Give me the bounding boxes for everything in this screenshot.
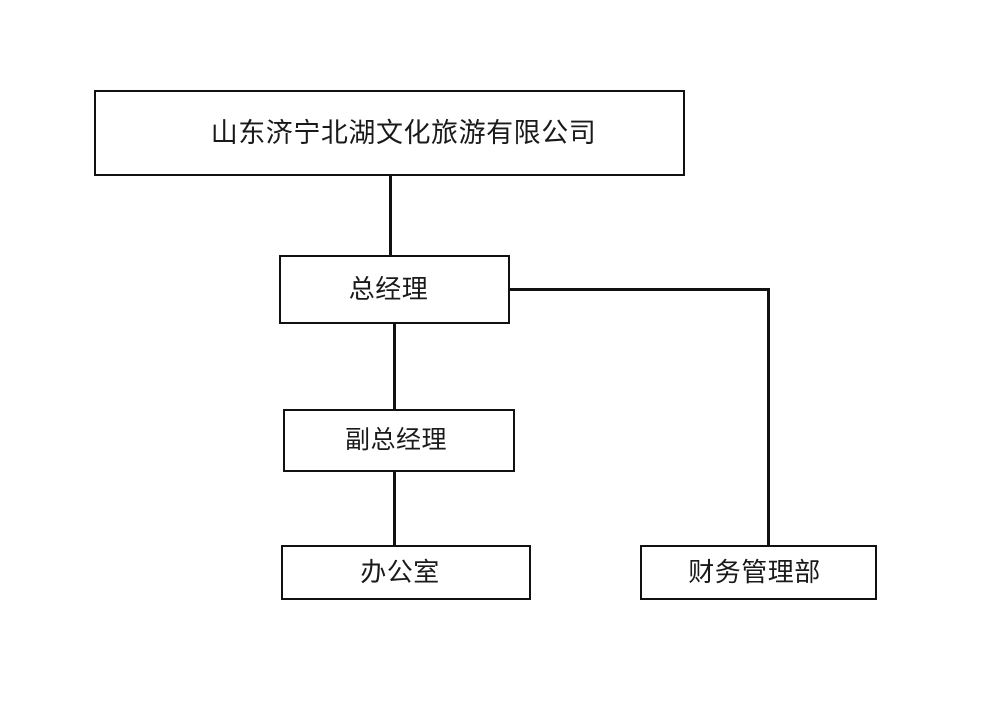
org-node-general-manager-label: 总经理 [348,274,429,304]
org-node-deputy-general-manager-label: 副总经理 [344,427,447,454]
org-node-finance-management-department[interactable]: 财务管理部 [640,545,877,600]
org-node-office-label: 办公室 [360,557,440,587]
org-node-company[interactable]: 山东济宁北湖文化旅游有限公司 [94,90,685,176]
connector-general-manager-to-finance-horizontal [508,288,770,291]
org-node-general-manager[interactable]: 总经理 [279,255,510,324]
connector-company-to-general-manager [389,174,392,257]
org-node-finance-management-department-label: 财务管理部 [688,557,821,587]
org-node-office[interactable]: 办公室 [281,545,531,600]
connector-deputy-general-manager-to-office [393,470,396,547]
connector-general-manager-to-deputy-general-manager [393,322,396,411]
org-node-company-label: 山东济宁北湖文化旅游有限公司 [210,117,597,148]
org-node-deputy-general-manager[interactable]: 副总经理 [283,409,515,472]
connector-general-manager-to-finance-vertical [767,288,770,547]
